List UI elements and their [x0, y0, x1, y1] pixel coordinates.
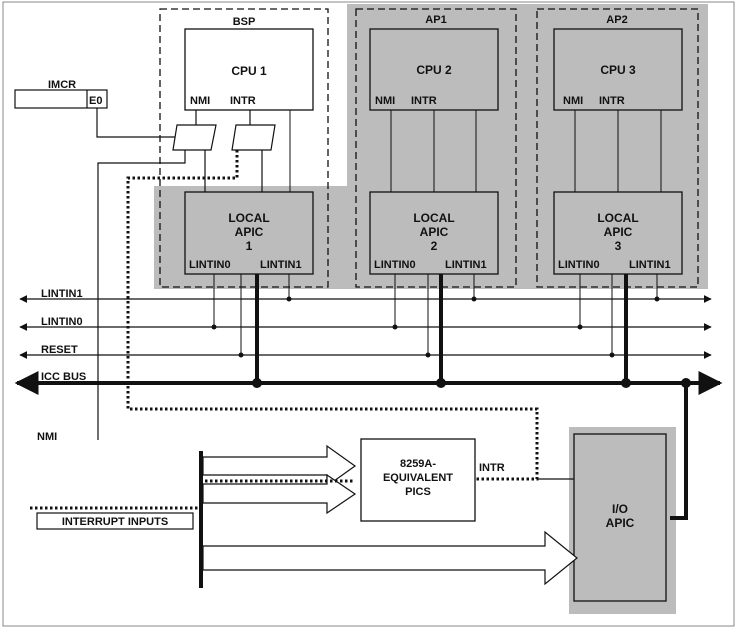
apic1-line3: 1 — [246, 239, 253, 253]
cpu3-label: CPU 3 — [600, 63, 636, 77]
nmi-input-label: NMI — [37, 431, 57, 443]
apic3-line1: LOCAL — [597, 211, 638, 225]
bus-lintin1-label: LINTIN1 — [41, 288, 83, 300]
thin-buses — [19, 295, 712, 359]
imcr-select-line — [96, 108, 175, 138]
cpu2-nmi-label: NMI — [375, 95, 395, 107]
imcr-e0-bit: E0 — [89, 95, 102, 107]
ap1-title: AP1 — [425, 14, 446, 26]
cpu1-box — [184, 28, 314, 111]
io-apic-icc-link — [670, 383, 688, 520]
pic-box — [360, 438, 476, 522]
io-apic-line2: APIC — [606, 516, 635, 530]
apic2-lintin1: LINTIN1 — [445, 259, 487, 271]
io-apic-box — [573, 433, 667, 602]
bsp-group — [159, 8, 329, 288]
interrupt-inputs-box — [36, 512, 194, 530]
apic2-line3: 2 — [431, 239, 438, 253]
local-apic-1-box — [184, 191, 314, 275]
pic-intr-label: INTR — [479, 462, 505, 474]
apic1-lintin0: LINTIN0 — [189, 259, 231, 271]
apic2-line2: APIC — [420, 225, 449, 239]
ap1-group — [355, 8, 517, 288]
apic3-lintin1: LINTIN1 — [629, 259, 671, 271]
apic3-line3: 3 — [615, 239, 622, 253]
bus-lintin0-label: LINTIN0 — [41, 316, 83, 328]
local-apic-2-box — [369, 191, 499, 275]
apic2-lintin0: LINTIN0 — [374, 259, 416, 271]
arrow-to-io-apic — [202, 530, 578, 586]
io-apic-line1: I/O — [612, 502, 628, 516]
bus-reset-label: RESET — [41, 344, 78, 356]
bsp-title: BSP — [233, 16, 256, 28]
apic3-lintin0: LINTIN0 — [558, 259, 600, 271]
imcr-title: IMCR — [48, 79, 76, 91]
cpu2-box — [369, 28, 499, 111]
bsp-gates — [172, 110, 276, 192]
imcr-register — [14, 89, 108, 109]
pic-line2: EQUIVALENT — [383, 472, 453, 484]
cpu1-intr-label: INTR — [230, 95, 256, 107]
cpu3-intr-label: INTR — [599, 95, 625, 107]
apic1-line2: APIC — [235, 225, 264, 239]
bus-icc-label: ICC BUS — [41, 371, 86, 383]
pic-line1: 8259A- — [400, 458, 436, 470]
apic2-line1: LOCAL — [413, 211, 454, 225]
local-apic-3-box — [553, 191, 683, 275]
apic1-line1: LOCAL — [228, 211, 269, 225]
cpu2-intr-label: INTR — [411, 95, 437, 107]
apic-icc-drops — [255, 274, 628, 383]
cpu1-nmi-label: NMI — [190, 95, 210, 107]
pic-line3: PICS — [405, 486, 431, 498]
apic1-lintin1: LINTIN1 — [260, 259, 302, 271]
apic3-line2: APIC — [604, 225, 633, 239]
interrupt-inputs-label: INTERRUPT INPUTS — [62, 516, 168, 528]
arrow-to-pic-1 — [202, 444, 357, 488]
cpu-apic-links — [289, 110, 662, 192]
cpu3-box — [553, 28, 683, 111]
ap2-title: AP2 — [606, 14, 627, 26]
apic-bus-drops — [213, 274, 658, 355]
ap2-group — [536, 8, 699, 288]
junction-dots — [211, 296, 691, 388]
cpu2-label: CPU 2 — [416, 63, 452, 77]
cpu1-label: CPU 1 — [231, 64, 267, 78]
cpu3-nmi-label: NMI — [563, 95, 583, 107]
